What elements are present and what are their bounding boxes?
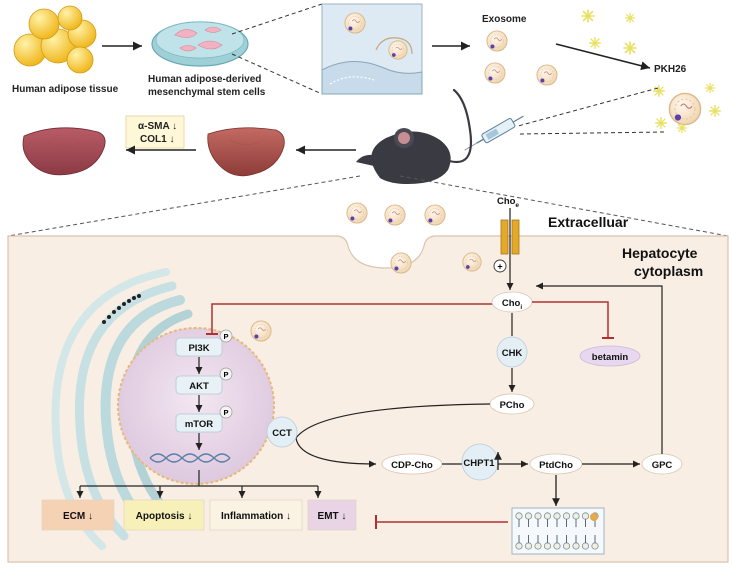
secreting-cell-panel (321, 3, 423, 95)
marker-col1: COL1 ↓ (140, 134, 174, 145)
svg-text:AKT: AKT (189, 381, 209, 392)
akt-phospho-badge: P (219, 367, 233, 381)
svg-text:GPC: GPC (652, 460, 673, 471)
svg-text:Inflammation ↓: Inflammation ↓ (221, 511, 291, 522)
healthy-liver-icon (22, 127, 106, 176)
adipose-tissue-icon (13, 5, 97, 74)
pkh26-dye-icon (581, 9, 637, 55)
chk-node: CHK (496, 336, 528, 368)
svg-text:betamin: betamin (592, 352, 629, 363)
outcome-bracket (76, 470, 322, 498)
zoom-line-top (231, 3, 323, 35)
svg-text:+: + (497, 262, 502, 272)
labeled-exosome-icon (653, 82, 721, 134)
cct-node: CCT (266, 416, 298, 448)
plus-badge: + (493, 259, 507, 273)
cdp-cho-node: CDP-Cho (381, 453, 443, 475)
lipid-bilayer-icon (511, 507, 605, 555)
svg-text:PtdCho: PtdCho (539, 460, 573, 471)
msc-label-line1: Human adipose-derived (148, 74, 261, 85)
svg-text:CHK: CHK (502, 348, 523, 359)
svg-text:CDP-Cho: CDP-Cho (391, 460, 433, 471)
injection-dash-upper (517, 87, 659, 127)
outcome-inflammation: Inflammation ↓ (209, 499, 303, 531)
mtor-phospho-badge: P (219, 405, 233, 419)
adipose-tissue-label: Human adipose tissue (12, 84, 119, 95)
region-label-line2: cytoplasm (634, 263, 703, 279)
msc-label-line2: mesenchymal stem cells (148, 87, 266, 98)
svg-text:P: P (223, 408, 228, 417)
svg-text:PI3K: PI3K (188, 343, 209, 354)
pi3k-phospho-badge: P (219, 329, 233, 343)
inhibit-choi-pi3k (211, 303, 496, 334)
mouse-icon (356, 88, 473, 184)
pi3k-node: PI3K (175, 337, 223, 357)
outcome-ecm: ECM ↓ (41, 499, 115, 531)
syringe-icon (464, 115, 524, 151)
gpc-node: GPC (641, 453, 683, 475)
svg-text:Apoptosis ↓: Apoptosis ↓ (136, 511, 193, 522)
svg-text:CCT: CCT (272, 428, 292, 439)
extracellular-label: Extracelluar (548, 214, 629, 230)
fibrosis-markers-box: α-SMA ↓ COL1 ↓ (125, 115, 185, 149)
outcome-apoptosis: Apoptosis ↓ (123, 499, 205, 531)
exosome-label: Exosome (482, 14, 527, 25)
treated-liver-icon (207, 127, 285, 177)
svg-text:CHPT1: CHPT1 (463, 458, 495, 469)
region-label-line1: Hepatocyte (622, 245, 698, 261)
zoom-line-cell-left (7, 175, 361, 237)
betamin-node: betamin (579, 345, 641, 367)
choline-transporter-icon (500, 219, 520, 255)
outcome-emt: EMT ↓ (307, 499, 357, 531)
zoom-line-bottom (231, 53, 323, 95)
svg-text:Choi: Choi (502, 298, 522, 311)
akt-node: AKT (175, 375, 223, 395)
exosome-cluster-icon (484, 30, 558, 86)
pkh26-label: PKH26 (654, 64, 687, 75)
chpt1-node: CHPT1 (461, 443, 499, 481)
injection-dash-lower (519, 131, 665, 135)
outcome-boxes: ECM ↓ Apoptosis ↓ Inflammation ↓ EMT ↓ (41, 499, 357, 531)
svg-text:P: P (223, 332, 228, 341)
arrow-pcho-cdpcho (295, 403, 491, 468)
svg-text:EMT ↓: EMT ↓ (318, 511, 347, 522)
svg-text:ECM ↓: ECM ↓ (63, 511, 93, 522)
ptdcho-node: PtdCho (529, 453, 583, 475)
petri-dish-icon (151, 21, 249, 67)
svg-text:P: P (223, 370, 228, 379)
mtor-node: mTOR (175, 413, 223, 433)
svg-text:mTOR: mTOR (185, 419, 213, 430)
marker-asma: α-SMA ↓ (138, 121, 177, 132)
cho-i-node: Choi (491, 291, 533, 313)
arrow-gpc-choi (536, 282, 663, 454)
hepatocyte-cytoplasm (7, 235, 729, 563)
inhibit-choi-betamin (532, 301, 609, 338)
arrow-to-labeled-exosome (555, 43, 651, 71)
dna-helix-icon (149, 453, 231, 463)
pcho-node: PCho (489, 393, 535, 415)
svg-text:PCho: PCho (500, 400, 525, 411)
cho-e-label: Choe (497, 196, 519, 209)
